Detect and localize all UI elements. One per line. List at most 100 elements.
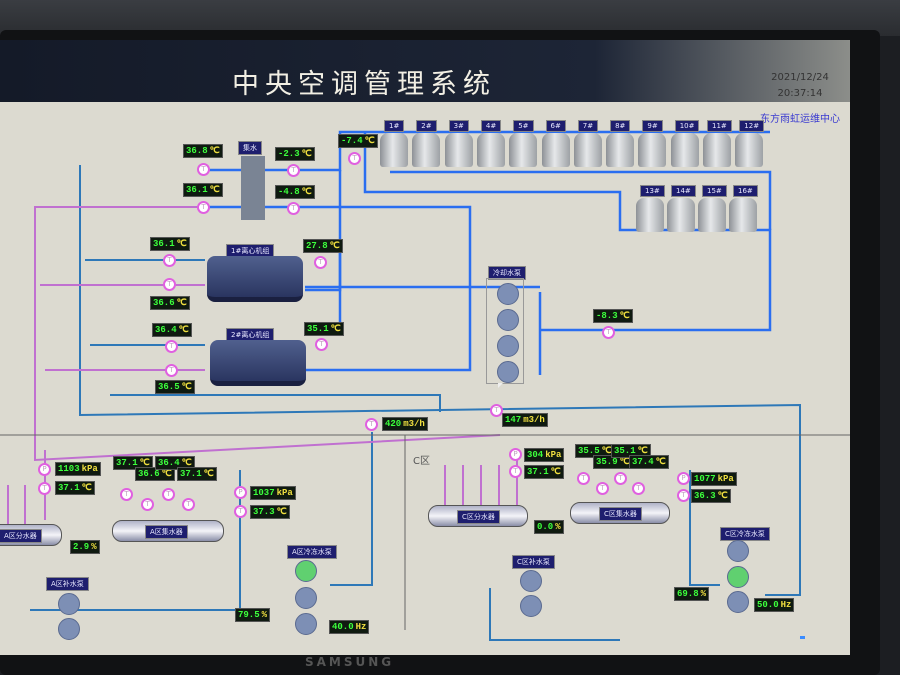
a-chw-pump-3[interactable] [295,613,317,635]
temperature-sensor-icon[interactable]: T [197,201,210,214]
temperature-sensor-icon[interactable]: T [602,326,615,339]
readout-unit: kPa [545,450,562,460]
readout-c10: 69.8% [674,587,710,601]
readout-value: 50.0 [757,600,779,610]
readout-value: 36.6 [138,469,160,479]
readout-value: 147 [505,415,522,425]
cooling-tower-label: 5# [513,120,534,132]
a-chw-pump-1[interactable] [295,560,317,582]
cooling-tower[interactable] [380,133,408,167]
readout-value: 2.9 [73,542,90,552]
cooling-tower[interactable] [541,133,570,167]
power-led [800,636,805,639]
cooling-tower[interactable] [444,133,473,167]
temperature-sensor-icon[interactable]: T [365,418,378,431]
readout-value: 1037 [253,488,275,498]
cooling-tower[interactable] [667,198,695,232]
cooling-pump-3[interactable] [497,335,519,357]
pipe-diagram [0,130,850,641]
cooling-tower-label: 12# [739,120,765,132]
cooling-pump-1[interactable] [497,283,519,305]
a-distributor[interactable]: A区分水器 [0,524,62,546]
cooling-tower[interactable] [638,133,667,167]
readout-r7: 27.8℃ [303,239,343,253]
cooling-tower[interactable] [670,133,699,167]
cooling-tower[interactable] [735,133,764,167]
readout-value: 0.0 [537,522,554,532]
chiller-2[interactable] [210,340,306,386]
temperature-sensor-icon[interactable]: T [197,163,210,176]
temperature-sensor-icon[interactable]: T [315,338,328,351]
header-bar: 中央空调管理系统 2021/12/24 20:37:14 [0,40,850,102]
temperature-sensor-icon[interactable]: T [348,152,361,165]
readout-r10: 35.1℃ [304,322,344,336]
cooling-tower[interactable] [606,133,635,167]
temperature-sensor-icon[interactable]: T [163,254,176,267]
temperature-sensor-icon[interactable]: T [490,404,503,417]
readout-unit: m3/h [403,419,425,429]
cooling-tower[interactable] [476,133,505,167]
chiller-1[interactable] [207,256,303,302]
readout-value: 1077 [694,474,716,484]
cooling-tower[interactable] [729,198,757,232]
temperature-sensor-icon[interactable]: T [182,498,195,511]
c-chw-pump-2[interactable] [727,566,749,588]
c-makeup-pump-1[interactable] [520,570,542,592]
temperature-sensor-icon[interactable]: T [509,465,522,478]
temperature-sensor-icon[interactable]: T [614,472,627,485]
a-makeup-pump-2[interactable] [58,618,80,640]
temperature-sensor-icon[interactable]: T [596,482,609,495]
readout-unit: ℃ [619,457,630,467]
readout-unit: ℃ [181,382,192,392]
pressure-sensor-icon[interactable]: P [38,463,51,476]
cooling-tower[interactable] [412,133,441,167]
readout-unit: ℃ [364,136,375,146]
cooling-pump-2[interactable] [497,309,519,331]
cooling-pump-4[interactable] [497,361,519,383]
readout-value: 79.5 [238,610,260,620]
temperature-sensor-icon[interactable]: T [141,498,154,511]
temperature-sensor-icon[interactable]: T [120,488,133,501]
readout-unit: ℃ [176,239,187,249]
cooling-tower[interactable] [573,133,602,167]
temperature-sensor-icon[interactable]: T [677,489,690,502]
c-chw-pump-1[interactable] [727,540,749,562]
pressure-sensor-icon[interactable]: P [234,486,247,499]
cooling-tower[interactable] [636,198,664,232]
c-distributor[interactable]: C区分水器 [428,505,528,527]
a-collector[interactable]: A区集水器 [112,520,224,542]
c-collector[interactable]: C区集水器 [570,502,670,524]
temperature-sensor-icon[interactable]: T [287,164,300,177]
a-makeup-pump-1[interactable] [58,593,80,615]
temperature-sensor-icon[interactable]: T [314,256,327,269]
temperature-sensor-icon[interactable]: T [234,505,247,518]
cooling-tower-label: 3# [448,120,469,132]
temperature-sensor-icon[interactable]: T [165,340,178,353]
temperature-sensor-icon[interactable]: T [577,472,590,485]
pressure-sensor-icon[interactable]: P [677,472,690,485]
temperature-sensor-icon[interactable]: T [287,202,300,215]
c-chw-pump-3[interactable] [727,591,749,613]
cooling-tower[interactable] [698,198,726,232]
cooling-tower[interactable] [509,133,538,167]
readout-value: 40.0 [332,622,354,632]
temperature-sensor-icon[interactable]: T [632,482,645,495]
temperature-sensor-icon[interactable]: T [162,488,175,501]
c-makeup-pump-2[interactable] [520,595,542,617]
readout-r12: -8.3℃ [593,309,633,323]
readout-r3: -2.3℃ [275,147,315,161]
readout-unit: ℃ [619,311,630,321]
readout-unit: m3/h [523,415,545,425]
zone-dividers [0,434,850,630]
readout-unit: % [261,610,268,620]
a-makeup-pump-label: A区补水泵 [46,577,89,591]
temperature-sensor-icon[interactable]: T [163,278,176,291]
readout-value: 35.1 [307,324,329,334]
pressure-sensor-icon[interactable]: P [509,448,522,461]
a-chw-pump-2[interactable] [295,587,317,609]
page-title: 中央空调管理系统 [232,69,496,100]
temperature-sensor-icon[interactable]: T [165,364,178,377]
temperature-sensor-icon[interactable]: T [38,482,51,495]
cooling-tower[interactable] [703,133,731,167]
